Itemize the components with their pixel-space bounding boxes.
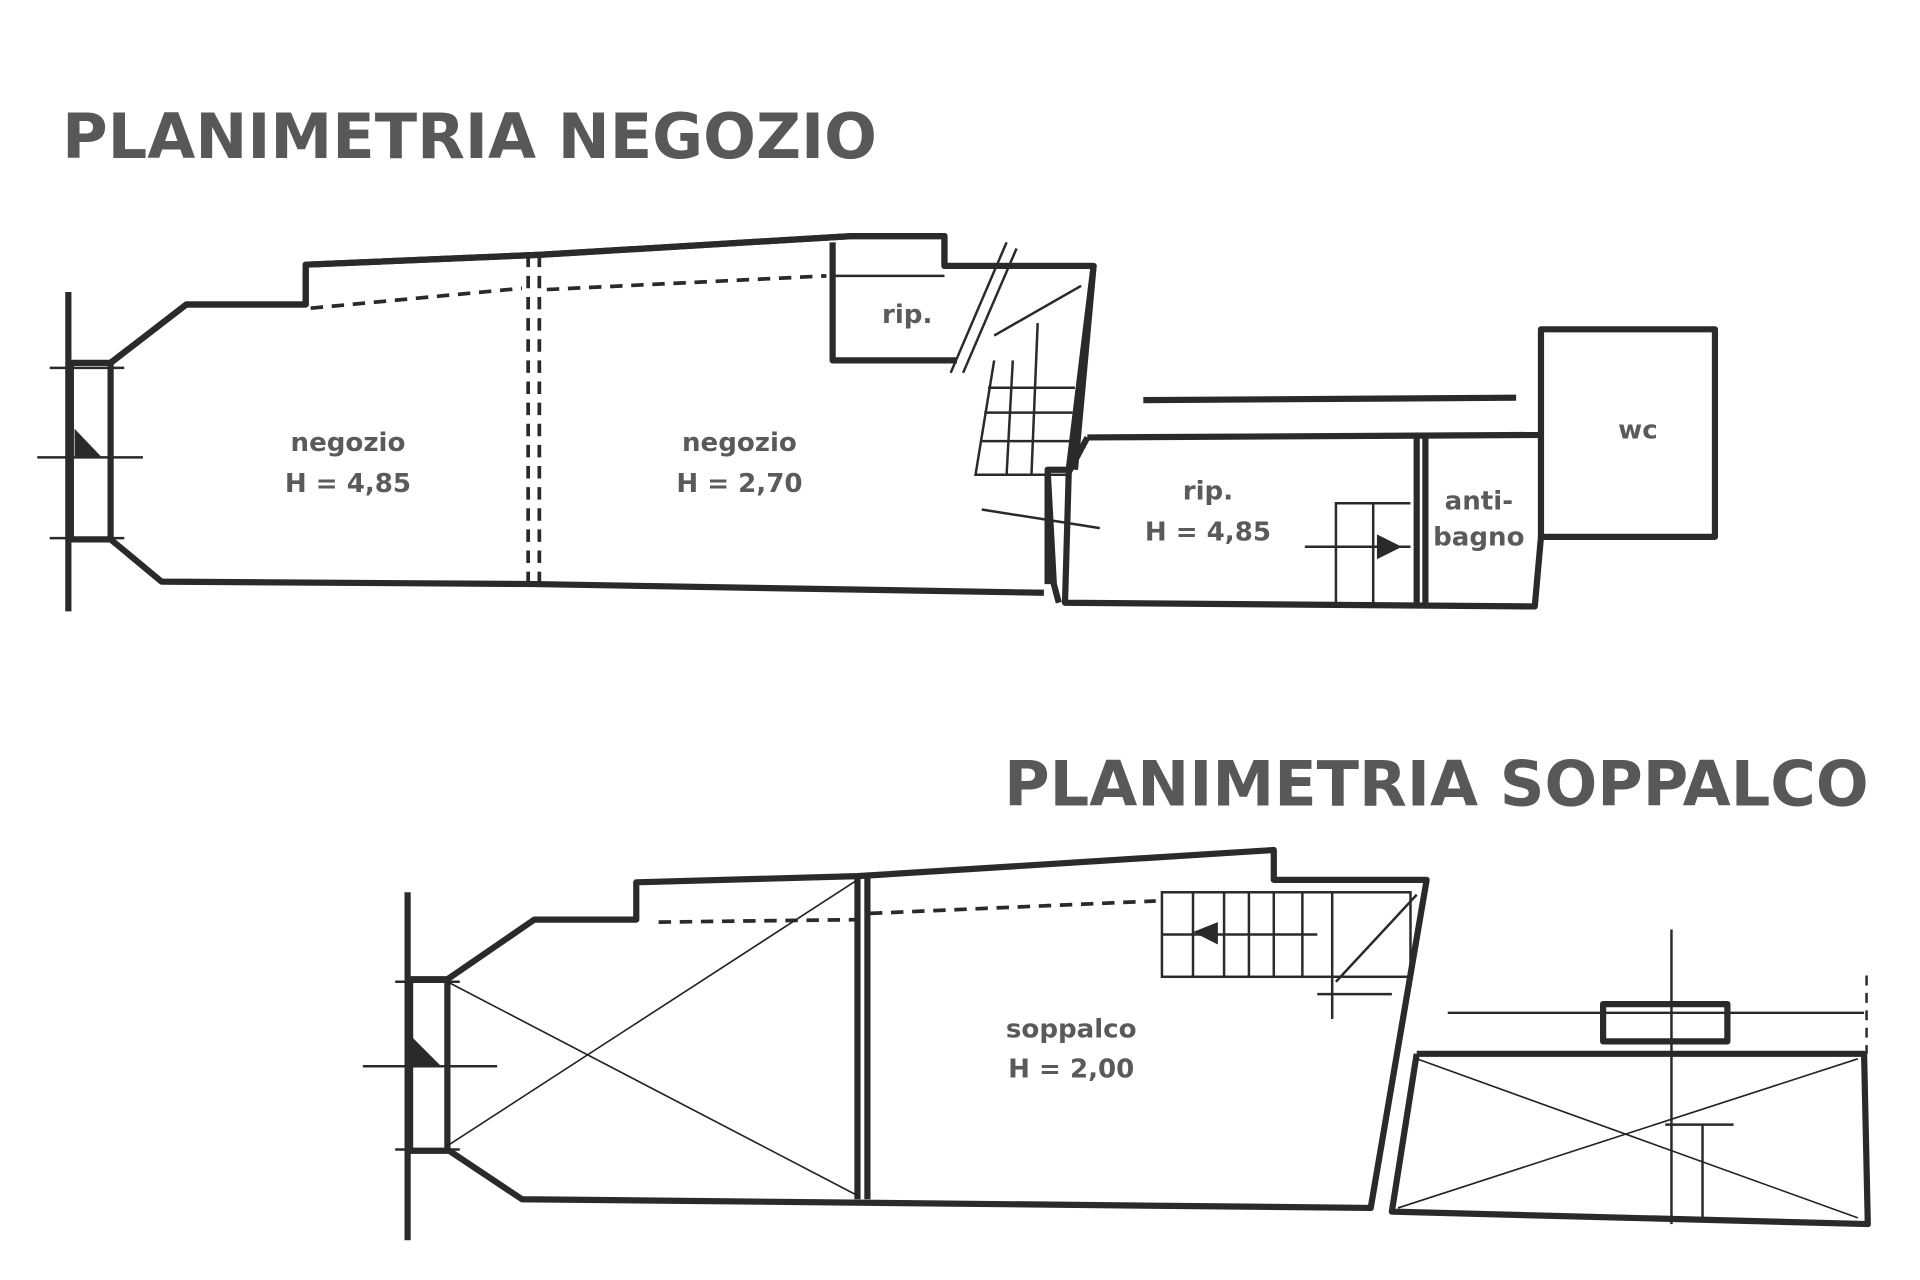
door-arrow-icon <box>412 1037 442 1067</box>
wall-segment <box>1143 394 1517 404</box>
room-label: anti- <box>1445 487 1513 517</box>
void-cross <box>447 981 858 1197</box>
door-arrow-icon <box>1376 534 1402 560</box>
void-cross <box>1416 1058 1859 1219</box>
mezzanine-plan <box>362 846 1871 1241</box>
room-label: negozio <box>291 428 406 458</box>
room-label: wc <box>1618 416 1658 446</box>
room-label: rip. <box>882 300 932 330</box>
room-label: bagno <box>1433 523 1524 553</box>
door-arrow-icon <box>74 428 102 458</box>
room-label: soppalco <box>1006 1015 1137 1045</box>
room-height: H = 2,70 <box>676 469 802 499</box>
title-ground-floor: PLANIMETRIA NEGOZIO <box>62 100 877 173</box>
ground-floor-plan <box>37 233 1719 612</box>
room-height: H = 2,00 <box>1008 1054 1134 1084</box>
room-height: H = 4,85 <box>1145 518 1271 548</box>
entrance-door <box>67 359 114 543</box>
room-height: H = 4,85 <box>285 469 411 499</box>
room-label: negozio <box>682 428 797 458</box>
title-mezzanine: PLANIMETRIA SOPPALCO <box>1004 747 1869 820</box>
staircase <box>949 241 1082 476</box>
room-label: rip. <box>1183 477 1233 507</box>
staircase <box>1160 891 1418 1020</box>
closet-wall <box>829 242 957 364</box>
stair-arrow-icon <box>1193 922 1218 945</box>
